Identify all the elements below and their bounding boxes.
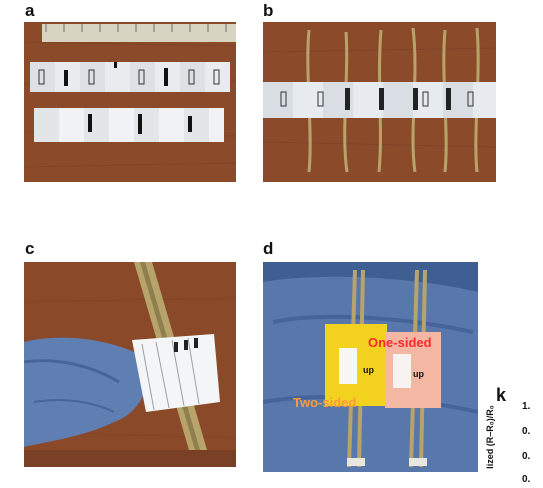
label-one-sided: One-sided [368, 335, 432, 350]
axis-label-k: lized (R–R₀)/R₀ [484, 405, 495, 469]
tick-label-1: 1. [522, 401, 531, 412]
panel-label-a: a [25, 1, 35, 20]
panel-label-c: c [25, 239, 35, 258]
sticker-text-left: up [363, 365, 374, 375]
photo-panel-b [263, 22, 496, 182]
photo-panel-c [24, 262, 236, 467]
sticker-text-right: up [413, 369, 424, 379]
tick-label-4: 0. [522, 474, 531, 485]
photo-panel-a [24, 22, 236, 182]
panel-label-k: k [496, 385, 507, 405]
photo-panel-d: Two-sided One-sided up up [263, 262, 478, 472]
panel-label-b: b [263, 1, 274, 20]
label-two-sided: Two-sided [293, 395, 357, 410]
panel-label-d: d [263, 239, 274, 258]
tick-label-2: 0. [522, 426, 531, 437]
tick-label-3: 0. [522, 451, 531, 462]
